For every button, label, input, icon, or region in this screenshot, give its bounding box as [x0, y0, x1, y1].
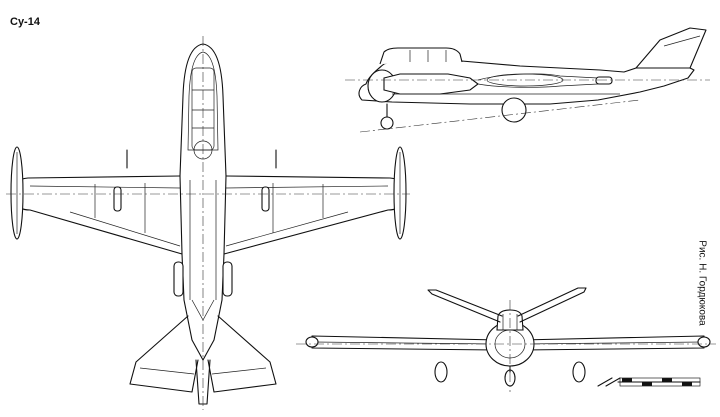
main-wheel	[501, 97, 527, 123]
side-view	[345, 27, 710, 133]
engine-exhaust	[595, 76, 613, 85]
right-wing-pod	[261, 186, 270, 212]
right-engine-pod	[222, 261, 233, 297]
scale-bar	[597, 377, 701, 387]
top-view	[6, 36, 410, 410]
nose-wheel	[380, 116, 394, 130]
tailplane-plan	[129, 315, 277, 405]
wing-planform	[15, 175, 403, 255]
front-view	[296, 287, 716, 392]
left-wing-pod	[113, 186, 122, 212]
aircraft-title: Су-14	[10, 16, 40, 28]
left-engine-pod	[173, 261, 184, 297]
